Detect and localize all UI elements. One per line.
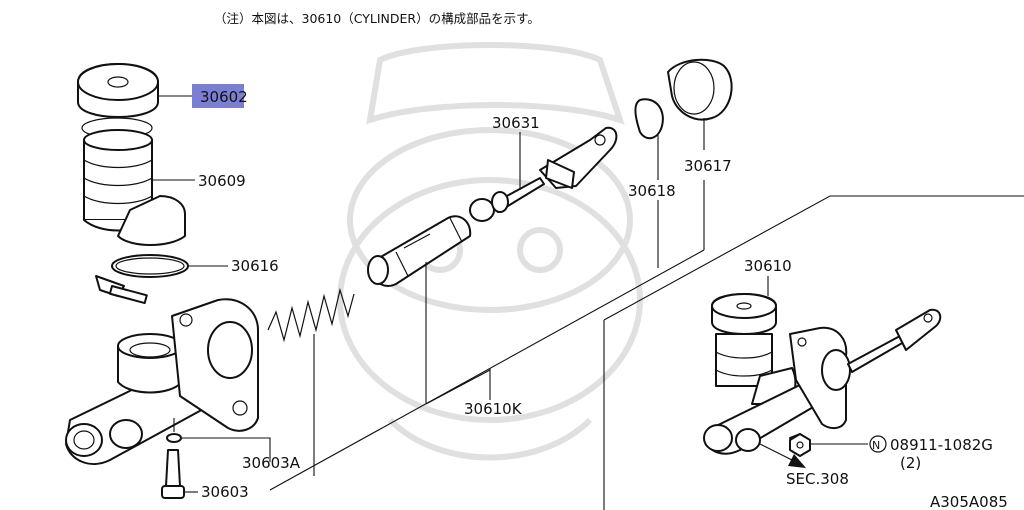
label-30603[interactable]: 30603 [201,483,249,501]
push-rod [469,126,618,222]
label-30618[interactable]: 30618 [628,182,676,200]
nut-symbol: N [872,439,880,452]
reservoir-tank [81,117,186,246]
bleeder-washer [166,433,182,443]
diagram-note: （注）本図は、30610（CYLINDER）の構成部品を示す。 [214,11,540,26]
label-sec-ref[interactable]: SEC.308 [786,470,849,488]
piston [367,215,472,287]
return-spring [267,287,355,343]
label-30617[interactable]: 30617 [684,157,732,175]
label-30610[interactable]: 30610 [744,257,792,275]
label-30631[interactable]: 30631 [492,114,540,132]
label-30610K[interactable]: 30610K [464,400,523,418]
highlight-30602 [192,84,244,108]
label-nut-part[interactable]: 08911-1082G [890,436,993,454]
label-30616[interactable]: 30616 [231,257,279,275]
label-30602[interactable]: 30602 [200,88,248,106]
nut-symbol-circle [869,435,887,453]
reservoir-cap [77,63,159,118]
assembly-inset [703,293,942,455]
cylinder-body [65,298,259,465]
diagram-code: A305A085 [930,493,1008,510]
nut-icon [789,433,811,457]
snap-ring [634,98,664,140]
label-30609[interactable]: 30609 [198,172,246,190]
sec-arrow-icon [759,443,806,468]
label-30603A[interactable]: 30603A [242,454,301,472]
hose-clamp [95,254,189,305]
dust-boot [667,58,733,121]
bleeder-bolt [161,449,185,499]
label-nut-qty: (2) [900,454,921,472]
